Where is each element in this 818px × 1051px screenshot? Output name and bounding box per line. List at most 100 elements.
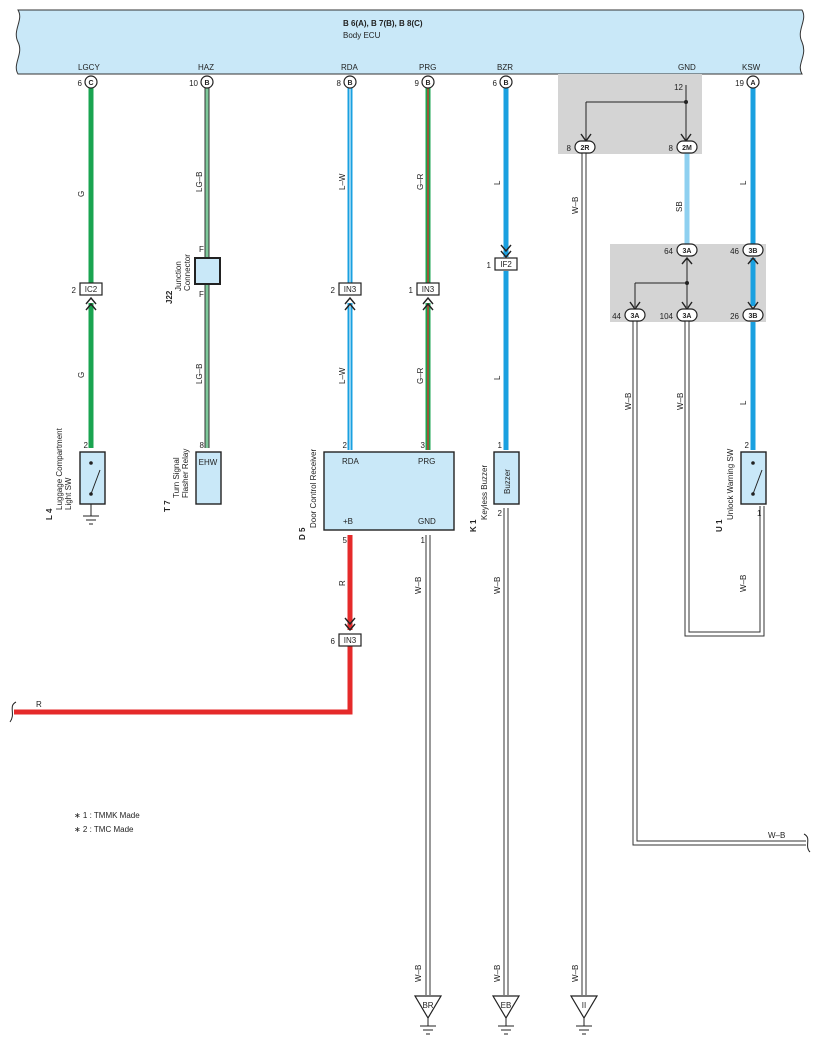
break-left [9,701,17,723]
svg-text:GND: GND [418,517,436,526]
svg-text:R: R [338,580,347,586]
svg-text:1: 1 [757,509,762,518]
component-d5: RDA PRG +B GND 2 3 5 1 D 5 Door Control … [298,441,455,545]
svg-text:W–B: W–B [493,577,502,594]
svg-text:G–R: G–R [416,173,425,190]
connector-if2: IF2 1 [487,244,518,271]
svg-text:G–R: G–R [416,367,425,384]
svg-text:12: 12 [674,83,683,92]
svg-text:W–B: W–B [624,393,633,410]
svg-text:L: L [739,180,748,185]
svg-text:G: G [77,372,86,378]
svg-text:8: 8 [337,79,342,88]
svg-text:F: F [199,245,204,254]
connector-3a-104: 3A 104 [660,301,698,322]
svg-text:5: 5 [343,536,348,545]
ecu-pin-rda: B 8 [337,75,357,89]
pin-name-lgcy: LGCY [78,63,100,72]
svg-text:Unlock Warning SW: Unlock Warning SW [726,448,735,520]
svg-text:W–B: W–B [739,575,748,592]
svg-text:3B: 3B [749,248,758,255]
svg-text:Turn Signal: Turn Signal [172,457,181,498]
wire-3a-44 [632,321,806,846]
svg-text:LG–B: LG–B [195,364,204,384]
svg-text:EB: EB [501,1001,512,1010]
svg-text:2: 2 [331,286,336,295]
svg-text:46: 46 [730,247,739,256]
connector-3b-top: 3B 46 [730,243,764,265]
svg-text:104: 104 [660,312,674,321]
svg-text:2R: 2R [581,145,590,152]
svg-text:L: L [493,180,502,185]
svg-text:2: 2 [745,441,750,450]
svg-text:2: 2 [84,441,89,450]
svg-text:2M: 2M [682,145,692,152]
svg-text:W–B: W–B [571,197,580,214]
connector-2m: 2M 8 [669,133,698,154]
connector-3a-top: 3A 64 [664,243,698,265]
pin-name-bzr: BZR [497,63,513,72]
svg-text:Buzzer: Buzzer [503,469,512,494]
connector-3a-44: 3A 44 [612,301,646,322]
ground-br: BR [413,995,443,1035]
svg-text:+B: +B [343,517,353,526]
pin-name-prg: PRG [419,63,436,72]
wire-3a-splice [634,258,689,307]
connector-ic2: IC2 2 [72,282,103,311]
ecu-pin-ksw: A 19 [735,75,760,89]
wire-d5-b-lower [14,646,353,715]
connector-2r: 2R 8 [567,133,596,154]
svg-text:6: 6 [78,79,83,88]
ecu-box [15,9,805,75]
svg-text:L: L [493,375,502,380]
svg-text:L–W: L–W [338,367,347,384]
svg-text:IN3: IN3 [422,285,435,294]
svg-text:8: 8 [200,441,205,450]
svg-text:G: G [77,191,86,197]
junction-j22: F F J22 Junction Connector [165,245,221,304]
pin-name-haz: HAZ [198,63,214,72]
svg-text:1: 1 [409,286,414,295]
svg-text:Door Control Receiver: Door Control Receiver [309,449,318,528]
svg-text:1: 1 [487,261,492,270]
svg-text:W–B: W–B [414,577,423,594]
svg-text:2: 2 [72,286,77,295]
connector-in3-rda: IN3 2 [331,282,362,311]
svg-text:K 1: K 1 [469,519,478,532]
svg-text:J22: J22 [165,290,174,304]
svg-text:IN3: IN3 [344,285,357,294]
svg-text:Keyless Buzzer: Keyless Buzzer [480,465,489,520]
svg-text:PRG: PRG [418,457,435,466]
svg-text:B: B [347,80,352,87]
component-u1: 2 1 U 1 Unlock Warning SW [715,441,767,532]
svg-text:Flasher Relay: Flasher Relay [181,449,190,498]
svg-text:2: 2 [498,509,503,518]
svg-text:Connector: Connector [183,254,192,291]
ecu-code: B 6(A), B 7(B), B 8(C) [343,19,423,28]
svg-text:19: 19 [735,79,744,88]
svg-text:L–W: L–W [338,173,347,190]
svg-text:W–B: W–B [676,393,685,410]
svg-text:1: 1 [421,536,426,545]
svg-text:Luggage Compartment: Luggage Compartment [55,427,64,510]
wire-labels: G G LG–B LG–B L–W L–W G–R G–R L L W–B SB… [36,172,785,982]
svg-text:B: B [425,80,430,87]
ecu-pin-gnd: 12 [674,83,683,92]
svg-text:2: 2 [343,441,348,450]
ground-eb: EB [491,995,521,1035]
component-t7: EHW 8 T 7 Turn Signal Flasher Relay [163,441,222,512]
svg-text:F: F [199,290,204,299]
svg-text:3B: 3B [749,313,758,320]
wire-3a-104 [684,321,765,637]
connector-in3-b: IN3 6 [331,617,362,647]
connector-in3-prg: IN3 1 [409,282,440,311]
svg-text:1: 1 [498,441,503,450]
svg-text:Light SW: Light SW [64,477,73,510]
svg-text:26: 26 [730,312,739,321]
svg-text:3: 3 [421,441,426,450]
svg-text:Junction: Junction [174,261,183,291]
pin-name-rda: RDA [341,63,359,72]
break-right [803,833,811,853]
svg-text:8: 8 [669,144,674,153]
pin-name-gnd: GND [678,63,696,72]
